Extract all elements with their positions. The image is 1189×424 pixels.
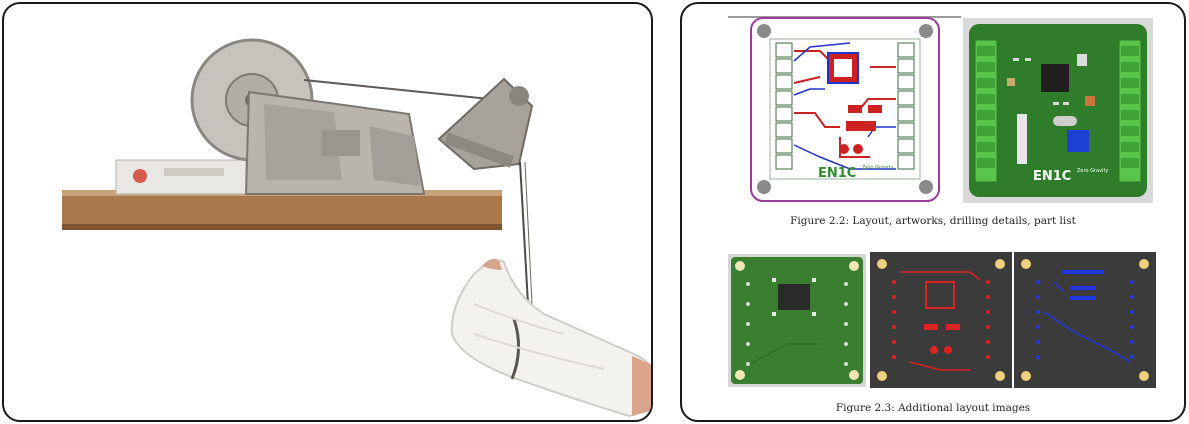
- photo-panel: [2, 2, 653, 422]
- figures-panel: EN1C Zero Gravity: [680, 2, 1186, 422]
- pcb-layout-cad-image: EN1C Zero Gravity: [750, 17, 940, 202]
- pcb-logo-3d: EN1C: [1033, 169, 1071, 184]
- pcb-logo-sub-cad: Zero Gravity: [862, 165, 893, 171]
- pcb-logo-sub-3d: Zero Gravity: [1077, 168, 1108, 174]
- pcb-additional-green-image: [728, 254, 866, 387]
- pcb-logo-cad: EN1C: [818, 166, 856, 181]
- figure-2-3-caption: Figure 2.3: Additional layout images: [835, 402, 1031, 414]
- figure-2-2-caption: Figure 2.2: Layout, artworks, drilling d…: [790, 215, 1076, 227]
- winch-photo: [62, 38, 651, 418]
- pcb-additional-red-image: [870, 252, 1012, 388]
- pcb-additional-blue-image: [1014, 252, 1156, 388]
- pcb-3d-render-image: EN1C Zero Gravity: [963, 18, 1153, 203]
